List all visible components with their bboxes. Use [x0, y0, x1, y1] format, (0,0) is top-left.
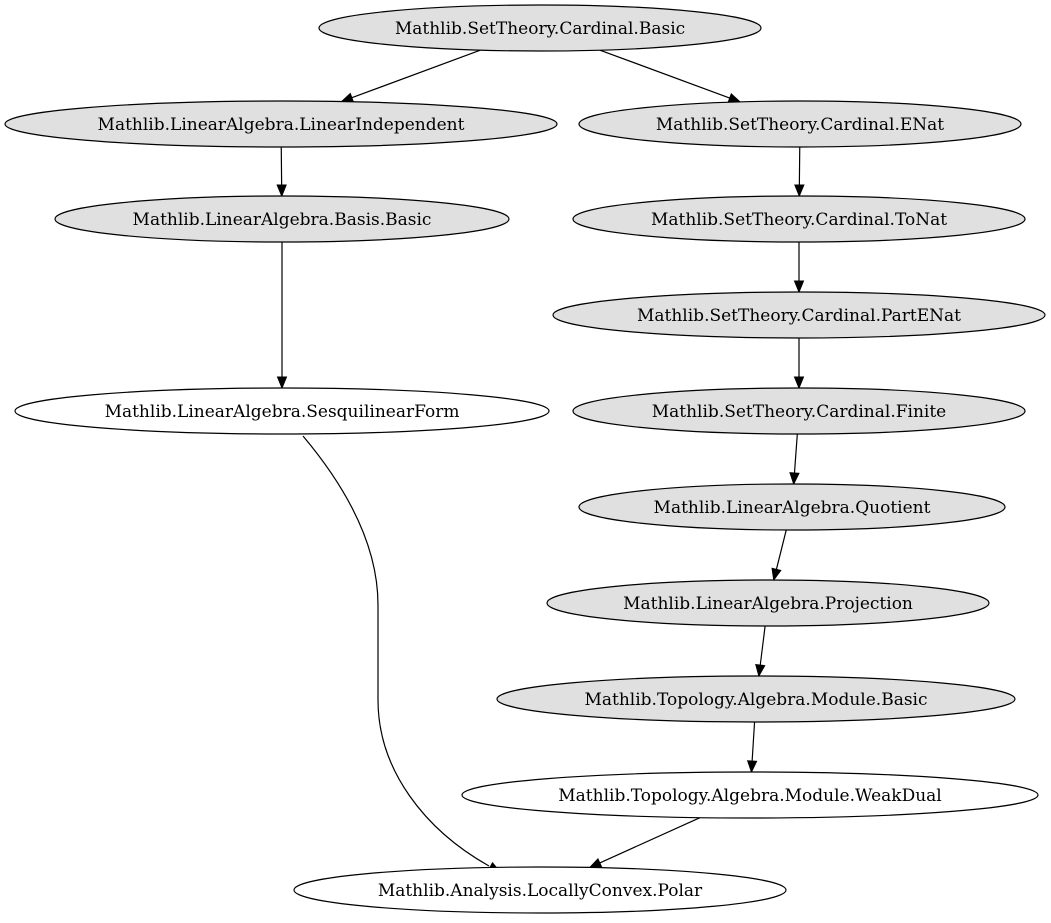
edge-arrowhead [588, 857, 603, 869]
edge-cardinal_basic-to-linear_independent [340, 49, 481, 103]
edge-arrowhead [794, 184, 805, 198]
node-label: Mathlib.Analysis.LocallyConvex.Polar [378, 881, 703, 901]
edge-line [751, 721, 756, 762]
node-linear-independent: Mathlib.LinearAlgebra.LinearIndependent [4, 100, 558, 148]
node-locally-convex-polar: Mathlib.Analysis.LocallyConvex.Polar [293, 866, 787, 914]
node-ellipse [546, 579, 990, 627]
edge-module_basic-to-weak_dual [746, 721, 758, 774]
edge-line [302, 435, 490, 867]
edge-arrowhead [789, 472, 800, 486]
node-label: Mathlib.Topology.Algebra.Module.Basic [584, 690, 927, 710]
edge-basis_basic-to-sesquilinear_form [276, 242, 288, 390]
node-label: Mathlib.LinearAlgebra.Quotient [654, 498, 931, 518]
edge-cardinal_tonat-to-cardinal_partenat [793, 242, 805, 294]
node-basis-basic: Mathlib.LinearAlgebra.Basis.Basic [54, 195, 510, 243]
node-cardinal-enat: Mathlib.SetTheory.Cardinal.ENat [578, 100, 1022, 148]
edge-arrowhead [340, 92, 355, 103]
edge-arrowhead [276, 376, 288, 390]
node-label: Mathlib.SetTheory.Cardinal.Basic [395, 19, 685, 39]
node-ellipse [54, 195, 510, 243]
node-label: Mathlib.SetTheory.Cardinal.ENat [656, 115, 944, 135]
edge-line [759, 625, 766, 666]
edge-cardinal_basic-to-cardinal_enat [599, 49, 742, 103]
edge-arrowhead [755, 663, 766, 678]
node-label: Mathlib.Topology.Algebra.Module.WeakDual [558, 786, 941, 806]
node-projection: Mathlib.LinearAlgebra.Projection [546, 579, 990, 627]
edge-arrowhead [727, 92, 742, 103]
edge-line [793, 433, 798, 474]
node-label: Mathlib.LinearAlgebra.Projection [623, 594, 913, 614]
node-ellipse [293, 866, 787, 914]
node-ellipse [318, 4, 762, 52]
node-ellipse [4, 100, 558, 148]
edge-line [775, 529, 787, 570]
node-ellipse [572, 387, 1026, 435]
node-cardinal-finite: Mathlib.SetTheory.Cardinal.Finite [572, 387, 1026, 435]
edge-arrowhead [793, 376, 805, 390]
node-ellipse [461, 771, 1039, 819]
edge-cardinal_finite-to-quotient [789, 433, 800, 486]
node-ellipse [572, 195, 1026, 243]
node-label: Mathlib.SetTheory.Cardinal.PartENat [637, 306, 961, 326]
node-sesquilinear-form: Mathlib.LinearAlgebra.SesquilinearForm [14, 387, 550, 435]
edge-line [351, 49, 481, 99]
node-label: Mathlib.SetTheory.Cardinal.Finite [652, 402, 947, 422]
node-label: Mathlib.LinearAlgebra.LinearIndependent [98, 115, 465, 135]
node-ellipse [14, 387, 550, 435]
node-cardinal-partenat: Mathlib.SetTheory.Cardinal.PartENat [552, 291, 1046, 339]
edge-arrowhead [276, 184, 287, 198]
edge-line [599, 49, 730, 99]
edge-sesquilinear_form-to-locally_convex_polar [302, 435, 502, 873]
edges-layer [276, 49, 805, 873]
node-cardinal-basic: Mathlib.SetTheory.Cardinal.Basic [318, 4, 762, 52]
node-module-basic: Mathlib.Topology.Algebra.Module.Basic [496, 675, 1016, 723]
node-label: Mathlib.SetTheory.Cardinal.ToNat [651, 210, 947, 230]
node-weak-dual: Mathlib.Topology.Algebra.Module.WeakDual [461, 771, 1039, 819]
edge-cardinal_enat-to-cardinal_tonat [794, 146, 805, 198]
node-ellipse [496, 675, 1016, 723]
edge-line [599, 817, 701, 864]
edge-projection-to-module_basic [755, 625, 766, 678]
node-cardinal-tonat: Mathlib.SetTheory.Cardinal.ToNat [572, 195, 1026, 243]
node-quotient: Mathlib.LinearAlgebra.Quotient [578, 483, 1006, 531]
node-ellipse [578, 100, 1022, 148]
node-label: Mathlib.LinearAlgebra.SesquilinearForm [105, 402, 460, 422]
edge-linear_independent-to-basis_basic [276, 146, 287, 198]
edge-arrowhead [793, 280, 805, 294]
node-ellipse [578, 483, 1006, 531]
edge-arrowhead [746, 760, 758, 774]
edge-arrowhead [771, 567, 782, 582]
node-ellipse [552, 291, 1046, 339]
edge-weak_dual-to-locally_convex_polar [588, 817, 701, 869]
node-label: Mathlib.LinearAlgebra.Basis.Basic [133, 210, 432, 230]
edge-quotient-to-projection [771, 529, 787, 582]
edge-cardinal_partenat-to-cardinal_finite [793, 338, 805, 390]
nodes-layer: Mathlib.SetTheory.Cardinal.BasicMathlib.… [4, 4, 1046, 914]
